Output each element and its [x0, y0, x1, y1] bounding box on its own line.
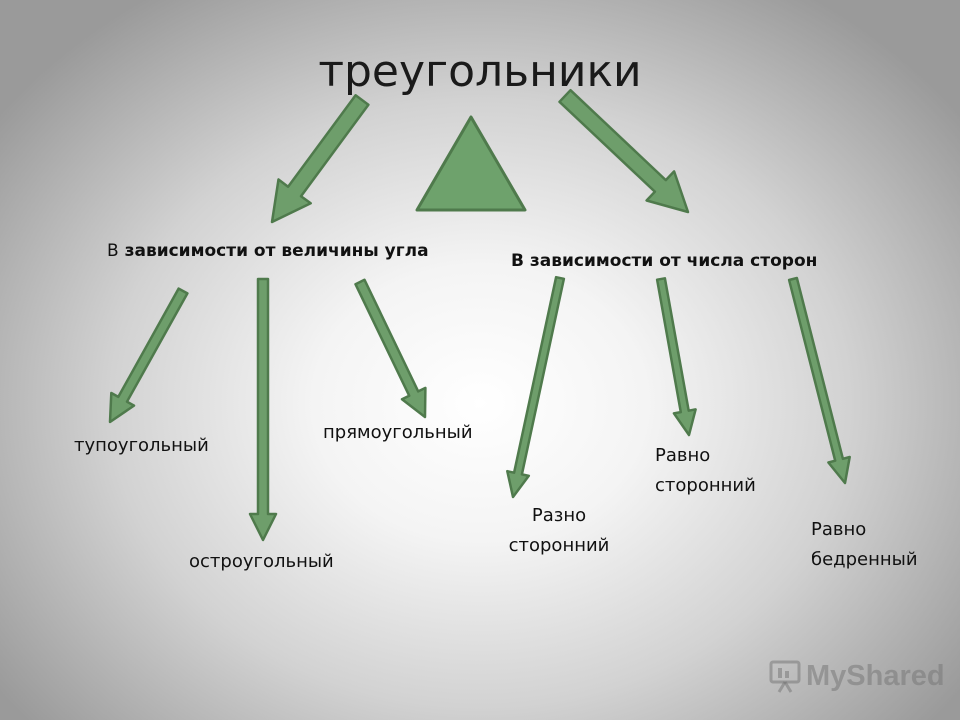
arrow-layer: [108, 88, 851, 542]
item-scalene-line2: сторонний: [508, 535, 610, 556]
item-acute: остроугольный: [189, 551, 334, 572]
item-isosceles: Равно бедренный: [811, 515, 941, 575]
category-by-sides: В зависимости от числа сторон: [511, 251, 818, 271]
presentation-board-icon: [769, 660, 801, 693]
category-by-angle: В зависимости от величины угла: [107, 238, 429, 264]
watermark-logo: MyShared: [768, 656, 945, 696]
item-equilateral: Равно сторонний: [655, 441, 785, 501]
item-equilateral-line1: Равно: [655, 445, 711, 466]
triangle-icon: [415, 115, 527, 212]
category-by-angle-text: зависимости от величины угла: [118, 241, 429, 261]
item-right: прямоугольный: [323, 422, 473, 443]
watermark-text: MyShared: [806, 660, 945, 692]
arrow-to-equilateral: [655, 277, 697, 437]
arrow-to-isosceles: [787, 276, 851, 485]
item-isosceles-line1: Равно: [811, 519, 867, 540]
item-scalene-line1: Разно: [531, 505, 587, 526]
item-equilateral-line2: сторонний: [655, 475, 756, 496]
diagram-title: треугольники: [318, 46, 642, 97]
item-scalene: Разно сторонний: [494, 501, 624, 561]
arrow-to-scalene: [506, 275, 566, 499]
arrow-to-acute: [248, 277, 278, 542]
arrow-to-angle-category: [270, 94, 370, 224]
item-obtuse: тупоугольный: [74, 435, 209, 456]
arrow-to-right: [354, 278, 427, 419]
arrow-to-sides-category: [558, 88, 690, 214]
arrow-to-obtuse: [108, 287, 189, 424]
category-by-angle-prefix: В: [107, 241, 119, 261]
item-isosceles-line2: бедренный: [811, 549, 918, 570]
